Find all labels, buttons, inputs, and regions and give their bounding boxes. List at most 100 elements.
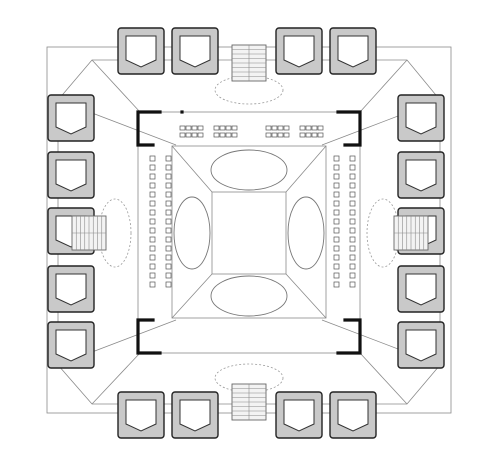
desk [179, 132, 186, 138]
cell [397, 321, 445, 369]
oval-top [210, 149, 288, 191]
desk [225, 125, 232, 131]
desk [165, 227, 172, 234]
desk [165, 200, 172, 207]
desk [349, 263, 356, 270]
cell-room [55, 159, 87, 192]
desk [213, 132, 220, 138]
desk [349, 281, 356, 288]
desk [271, 125, 278, 131]
outer-frame [46, 46, 452, 414]
desk [197, 132, 204, 138]
desk [333, 281, 340, 288]
desk [283, 132, 290, 138]
desk [165, 209, 172, 216]
desk [299, 132, 306, 138]
desk [165, 281, 172, 288]
desk [149, 155, 156, 162]
perimeter-cells [47, 27, 445, 439]
desk [349, 182, 356, 189]
oval-left [173, 196, 211, 270]
desk [349, 191, 356, 198]
cell [397, 94, 445, 142]
desk [219, 132, 226, 138]
stairway [231, 383, 267, 421]
desk [349, 209, 356, 216]
desk [333, 236, 340, 243]
desk [225, 132, 232, 138]
desk [149, 272, 156, 279]
cell-room [405, 102, 437, 135]
desk [333, 155, 340, 162]
diagonal-line [91, 352, 141, 405]
desk [149, 236, 156, 243]
desk [349, 245, 356, 252]
desk [349, 200, 356, 207]
desk [165, 245, 172, 252]
cell [397, 265, 445, 313]
desk [349, 236, 356, 243]
desk [333, 218, 340, 225]
desk [179, 125, 186, 131]
desk [333, 254, 340, 261]
diagonal-line [171, 273, 213, 319]
hall-boundary [137, 111, 361, 354]
cell-room [283, 399, 315, 432]
corner-wall [136, 110, 162, 147]
desk [165, 254, 172, 261]
cell-room [179, 399, 211, 432]
desk [191, 132, 198, 138]
desk [149, 191, 156, 198]
cell-room [179, 35, 211, 68]
desk [185, 132, 192, 138]
desk [333, 245, 340, 252]
desk [311, 125, 318, 131]
central-hall [136, 110, 362, 355]
desk [283, 125, 290, 131]
cell [275, 391, 323, 439]
desk [305, 132, 312, 138]
desk [165, 218, 172, 225]
stairway [393, 215, 429, 251]
outer-boundary-line [46, 46, 452, 414]
oval-bottom [210, 275, 288, 317]
cell-room [337, 399, 369, 432]
cell-room [405, 159, 437, 192]
desk [165, 191, 172, 198]
desk [333, 182, 340, 189]
desk-rows [149, 125, 356, 288]
stairway [71, 215, 107, 251]
desk [165, 236, 172, 243]
desk [165, 272, 172, 279]
desk [265, 132, 272, 138]
desk [149, 173, 156, 180]
desk [231, 132, 238, 138]
desk [305, 125, 312, 131]
desk [149, 227, 156, 234]
desk [333, 191, 340, 198]
desk [333, 173, 340, 180]
desk [349, 155, 356, 162]
oval-right [287, 196, 325, 270]
diagonal-line [359, 59, 408, 113]
cell [275, 27, 323, 75]
desk [317, 125, 324, 131]
cell [397, 151, 445, 199]
cell-room [283, 35, 315, 68]
desk [219, 125, 226, 131]
desk [265, 125, 272, 131]
corner-wall [336, 110, 362, 147]
desk [149, 263, 156, 270]
desk [349, 164, 356, 171]
desk [191, 125, 198, 131]
desk [149, 218, 156, 225]
desk [197, 125, 204, 131]
cell-room [337, 35, 369, 68]
central-square [211, 191, 287, 275]
diagonal-line [285, 273, 327, 319]
cell-room [125, 35, 157, 68]
cell-room [405, 329, 437, 362]
stairway [231, 44, 267, 82]
